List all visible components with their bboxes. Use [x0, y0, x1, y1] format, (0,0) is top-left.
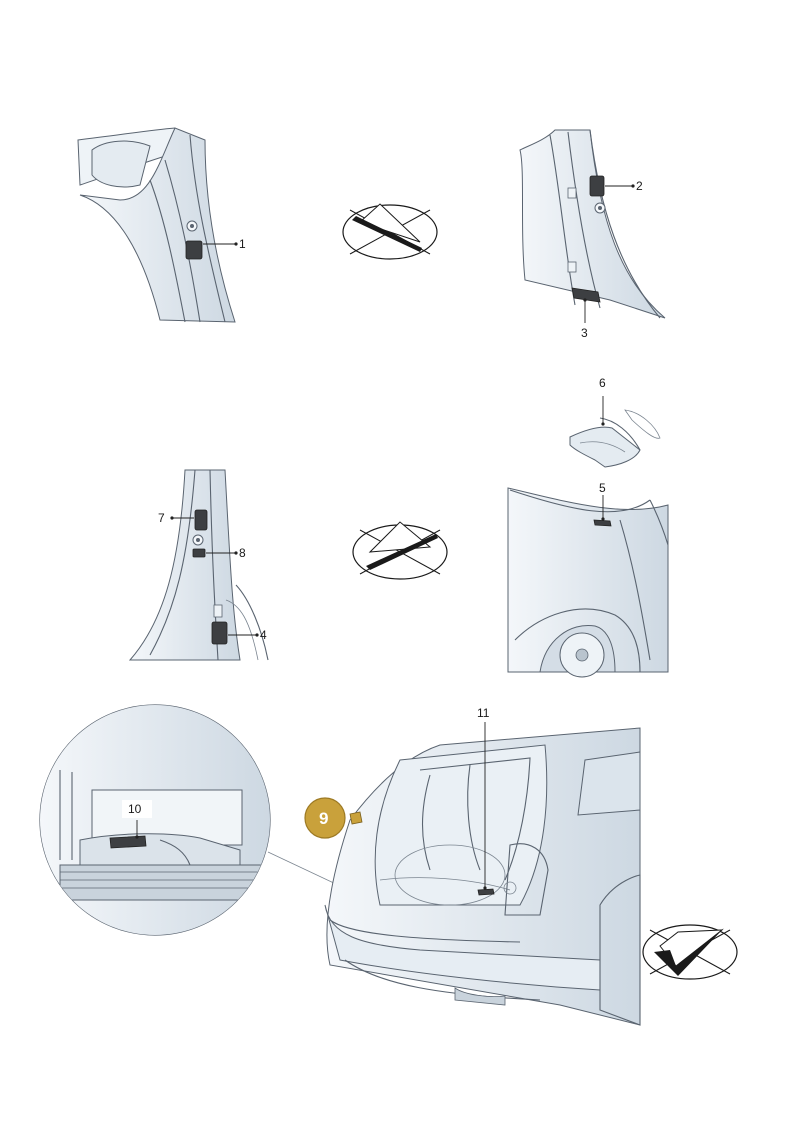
car-rear-view: 11 9 [304, 706, 641, 1026]
callout-label-2: 2 [636, 179, 643, 193]
callout-label-1: 1 [239, 237, 246, 251]
pad-5 [593, 519, 612, 527]
fender-view: 6 5 [507, 376, 669, 678]
callout-label-4: 4 [260, 628, 267, 642]
pillar-view-front-left: 1 [77, 127, 246, 323]
correct-application-icon [642, 924, 738, 980]
pad-11 [477, 888, 495, 896]
pillar-view-front-right: 2 3 [519, 129, 666, 340]
pad-3 [571, 287, 601, 303]
pad-1 [185, 240, 203, 260]
callout-label-10: 10 [128, 802, 142, 816]
callout-label-7: 7 [158, 511, 165, 525]
pad-4 [211, 621, 228, 645]
pad-8 [192, 548, 206, 558]
pad-9 [349, 811, 363, 825]
callout-label-3: 3 [581, 326, 588, 340]
incorrect-application-icon [352, 521, 448, 580]
callout-label-5: 5 [599, 481, 606, 495]
callout-badge-label-9: 9 [319, 809, 328, 828]
pillar-view-rear-left: 7 8 4 [128, 469, 269, 661]
callout-label-6: 6 [599, 376, 606, 390]
callout-badge-9 [304, 797, 346, 839]
callout-label-11: 11 [477, 706, 490, 720]
callout-label-8: 8 [239, 546, 246, 560]
pad-2 [589, 175, 605, 197]
trunk-detail-zoom: 10 [39, 704, 356, 936]
pad-7 [194, 509, 208, 531]
incorrect-application-icon [342, 203, 438, 260]
pad-10 [109, 835, 147, 849]
